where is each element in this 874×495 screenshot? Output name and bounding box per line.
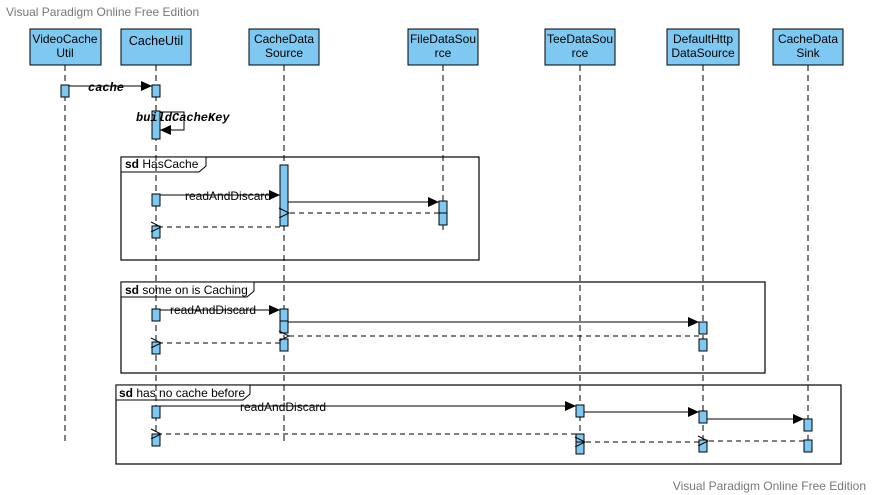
activation-bar xyxy=(60,84,70,98)
activation-bar xyxy=(438,212,448,226)
lifeline-label-line1: TeeDataSou xyxy=(547,32,613,46)
frame-label-has-no-cache-before: sd has no cache before xyxy=(119,386,245,400)
message-label-read-and-discard-3: readAndDiscard xyxy=(240,400,326,414)
activation-bar xyxy=(151,405,161,419)
frame-has-no-cache-before: sd has no cache before xyxy=(115,384,842,465)
activation-bar xyxy=(279,320,289,334)
activation-bar xyxy=(151,225,161,239)
activation-bar xyxy=(698,439,708,453)
lifeline-head-cacheutil[interactable]: CacheUtil xyxy=(120,28,192,66)
lifeline-label-line1: FileDataSou xyxy=(410,32,476,46)
frame-label-hascache: sd HasCache xyxy=(125,157,199,171)
message-arrow-build-cache-key[interactable] xyxy=(160,111,185,135)
lifeline-label-line1: DefaultHttp xyxy=(673,32,733,46)
lifeline-head-cachedatasource[interactable]: CacheData Source xyxy=(248,28,320,66)
activation-bar xyxy=(151,308,161,322)
activation-bars xyxy=(60,84,813,455)
watermark-top: Visual Paradigm Online Free Edition xyxy=(6,5,200,19)
message-label-read-and-discard-2: readAndDiscard xyxy=(170,303,256,317)
lifeline-lines xyxy=(64,65,809,455)
activation-bar xyxy=(803,439,813,453)
activation-bar xyxy=(279,308,289,322)
message-arrows xyxy=(69,81,804,442)
frame-some-on-is-caching: sd some on is Caching xyxy=(120,281,766,374)
lifeline-label-line2: Util xyxy=(56,46,73,60)
frame-hascache: sd HasCache xyxy=(120,156,480,261)
activation-bar xyxy=(151,193,161,207)
activation-bar xyxy=(698,338,708,352)
lifeline-label-line2: rce xyxy=(572,46,589,60)
activation-bar xyxy=(803,418,813,432)
lifeline-label-line2: DataSource xyxy=(671,46,735,60)
activation-bar xyxy=(151,84,161,98)
lifeline-head-defaulthttpdatasource[interactable]: DefaultHttp DataSource xyxy=(666,28,740,66)
watermark-bottom: Visual Paradigm Online Free Edition xyxy=(672,479,866,493)
activation-bar xyxy=(151,433,161,447)
lifeline-head-filedatasource[interactable]: FileDataSou rce xyxy=(407,28,479,66)
activation-bar xyxy=(575,404,585,418)
lifeline-label-line1: CacheData xyxy=(778,32,838,46)
lifeline-label-line1: CacheUtil xyxy=(129,34,183,48)
lifeline-label-line2: Sink xyxy=(796,46,820,60)
lifeline-label-line2: Source xyxy=(265,46,303,60)
activation-bar xyxy=(698,321,708,335)
activation-bar xyxy=(438,200,448,214)
activation-bar xyxy=(698,410,708,424)
lifeline-label-line1: CacheData xyxy=(254,32,314,46)
activation-bar xyxy=(279,338,289,352)
lifeline-label-line1: VideoCache xyxy=(32,32,97,46)
frame-label-some-on-is-caching: sd some on is Caching xyxy=(125,283,248,297)
message-label-build-cache-key: buildCacheKey xyxy=(136,111,230,125)
lifeline-head-teedatasource[interactable]: TeeDataSou rce xyxy=(544,28,616,66)
lifeline-label-line2: rce xyxy=(435,46,452,60)
activation-bar xyxy=(575,441,585,455)
message-label-read-and-discard-1: readAndDiscard xyxy=(185,189,271,203)
lifeline-head-videocacheutil[interactable]: VideoCache Util xyxy=(29,28,102,66)
message-label-cache: cache xyxy=(88,81,124,95)
activation-bar xyxy=(279,164,289,227)
activation-bar xyxy=(151,341,161,355)
lifeline-head-cachedatasink[interactable]: CacheData Sink xyxy=(772,28,844,66)
